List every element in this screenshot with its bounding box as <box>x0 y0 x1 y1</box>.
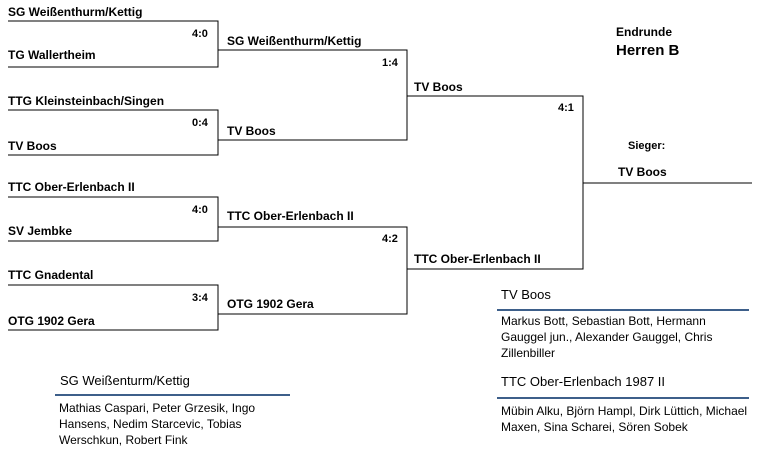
r1-m2-team-b: TV Boos <box>8 139 57 153</box>
r1-m3-team-b: SV Jembke <box>8 224 73 238</box>
r2-m1-team-b: TV Boos <box>227 124 276 138</box>
r1-m1-team-b: TG Wallertheim <box>8 48 96 62</box>
title-line1: Endrunde <box>616 25 672 39</box>
r2-m1-score: 1:4 <box>382 57 398 69</box>
roster-1-members: Mathias Caspari, Peter Grzesik, Ingo Han… <box>59 401 256 447</box>
r2-m2-team-a: TTC Ober-Erlenbach II <box>227 209 354 223</box>
r1-m3-lines <box>8 196 219 242</box>
r1-m4-lines <box>8 284 219 331</box>
r1-m2-lines <box>8 109 219 156</box>
r2-m2-lines <box>218 226 408 315</box>
r1-m3-score: 4:0 <box>192 204 208 216</box>
roster-rules <box>55 309 749 399</box>
r1-m2-score: 0:4 <box>192 117 208 129</box>
r2-m2-score: 4:2 <box>382 233 398 245</box>
r1-m4-team-a: TTC Gnadental <box>8 268 94 282</box>
r1-m1-team-a: SG Weißenthurm/Kettig <box>8 5 143 19</box>
winner-label: Sieger: <box>628 140 666 152</box>
r1-m4-score: 3:4 <box>192 292 208 304</box>
r1-m1-score: 4:0 <box>192 28 208 40</box>
roster-3-team: TTC Ober-Erlenbach 1987 II <box>501 374 666 389</box>
r2-m1-lines <box>218 49 408 141</box>
r1-m2-team-a: TTG Kleinsteinbach/Singen <box>8 94 165 108</box>
r1-m3-team-a: TTC Ober-Erlenbach II <box>8 180 135 194</box>
roster-3-members: Mübin Alku, Björn Hampl, Dirk Lüttich, M… <box>501 404 748 434</box>
r2-m1-team-a: SG Weißenthurm/Kettig <box>227 34 362 48</box>
roster-2-members: Markus Bott, Sebastian Bott, Hermann Gau… <box>501 314 713 360</box>
bracket-connectors <box>8 20 752 331</box>
r1-m4-team-b: OTG 1902 Gera <box>8 314 95 328</box>
final-team-b: TTC Ober-Erlenbach II <box>414 252 541 266</box>
r1-m1-lines <box>8 20 219 68</box>
title-line2: Herren B <box>616 42 680 59</box>
final-lines <box>407 95 584 270</box>
roster-2-team: TV Boos <box>501 287 551 302</box>
final-team-a: TV Boos <box>414 80 463 94</box>
r2-m2-team-b: OTG 1902 Gera <box>227 297 314 311</box>
winner-name: TV Boos <box>618 165 667 179</box>
final-score: 4:1 <box>558 102 574 114</box>
roster-1-team: SG Weißenturm/Kettig <box>60 373 190 388</box>
